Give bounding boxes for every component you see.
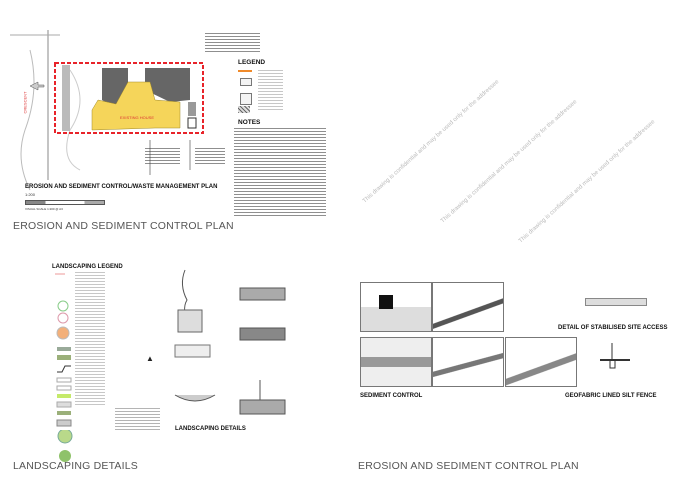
detail-sediment-fence bbox=[505, 337, 577, 387]
notes-text bbox=[234, 128, 326, 216]
legend-labels bbox=[258, 70, 283, 112]
legend-item bbox=[240, 78, 252, 86]
silt-fence-title: GEOFABRIC LINED SILT FENCE bbox=[565, 393, 657, 399]
callout-text bbox=[195, 148, 225, 164]
visual-scale: VISUAL SCALE 1:200 @ A3 bbox=[25, 207, 63, 211]
plan-title: EROSION AND SEDIMENT CONTROL/WASTE MANAG… bbox=[25, 184, 218, 190]
scale-bar bbox=[25, 200, 105, 205]
mouse-cursor-icon: ▲ bbox=[146, 354, 154, 363]
notes-title: NOTES bbox=[238, 119, 261, 126]
landscaping-details-title: LANDSCAPING DETAILS bbox=[175, 426, 246, 432]
landscape-notes bbox=[115, 408, 160, 430]
house-label: EXISTING HOUSE bbox=[120, 115, 155, 120]
sheet-caption: LANDSCAPING DETAILS bbox=[13, 460, 138, 472]
sediment-control-title: SEDIMENT CONTROL bbox=[360, 393, 423, 399]
stabilised-access-drawing bbox=[585, 298, 647, 306]
detail-sediment-trap bbox=[360, 282, 432, 332]
legend-item bbox=[238, 70, 252, 72]
landscaping-detail-drawings bbox=[174, 269, 286, 415]
plan-scale: 1:200 bbox=[25, 192, 36, 197]
sheet-erosion-plan[interactable]: EXISTING HOUSE CRESCENT LEGEND NOTES ERO… bbox=[0, 20, 345, 245]
silt-fence-drawing bbox=[600, 343, 630, 369]
site-plan-drawing bbox=[10, 30, 204, 191]
sheet-caption: EROSION AND SEDIMENT CONTROL PLAN bbox=[358, 460, 579, 472]
stabilised-access-title: DETAIL OF STABILISED SITE ACCESS bbox=[558, 325, 668, 331]
callout-text bbox=[145, 148, 180, 166]
landscaping-legend-title: LANDSCAPING LEGEND bbox=[52, 264, 123, 270]
detail-straw-bale-filter bbox=[432, 282, 504, 332]
sheet-landscaping[interactable]: LANDSCAPING LEGEND LANDSCAPING DETAILS L… bbox=[0, 250, 345, 487]
legend-labels bbox=[75, 272, 105, 407]
sheet-caption: EROSION AND SEDIMENT CONTROL PLAN bbox=[13, 220, 234, 232]
legend-item bbox=[238, 106, 250, 113]
street-label: CRESCENT bbox=[22, 91, 28, 114]
legend-item bbox=[240, 93, 252, 105]
landscaping-legend bbox=[55, 273, 72, 427]
sheet-sediment-control[interactable]: SEDIMENT CONTROL DETAIL OF STABILISED SI… bbox=[345, 250, 690, 487]
legend-circles bbox=[57, 430, 73, 462]
detail-silt-trap bbox=[360, 337, 432, 387]
top-notes bbox=[205, 33, 260, 53]
detail-construction-exit bbox=[432, 337, 504, 387]
legend-title: LEGEND bbox=[238, 59, 266, 66]
